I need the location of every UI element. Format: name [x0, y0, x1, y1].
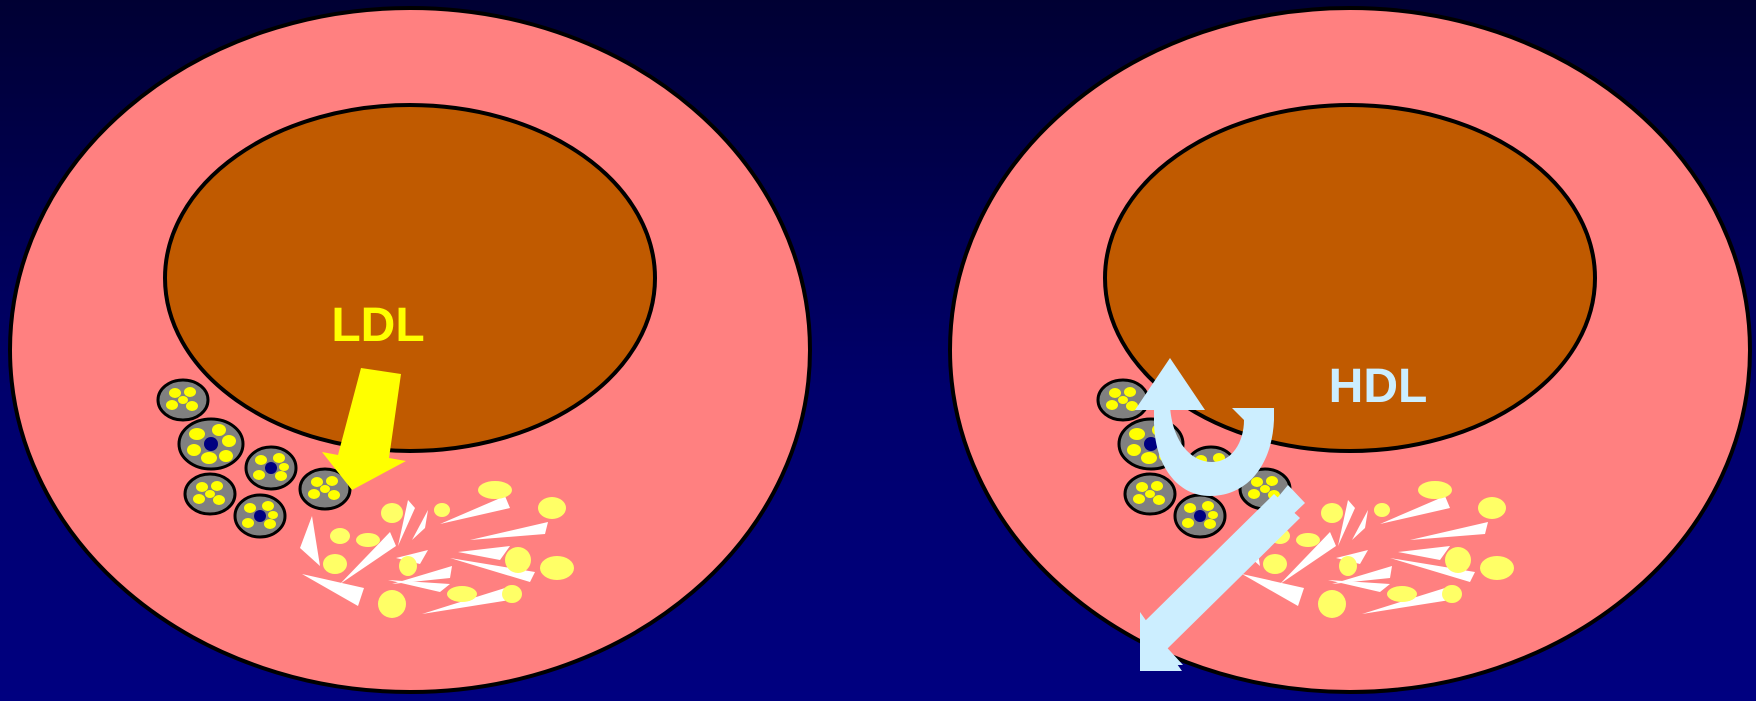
hdl-panel: HDL — [950, 8, 1750, 692]
hdl-label: HDL — [1329, 360, 1428, 413]
ldl-label: LDL — [331, 299, 424, 352]
ldl-panel: LDL — [10, 8, 810, 692]
vessel-lumen — [165, 105, 655, 451]
